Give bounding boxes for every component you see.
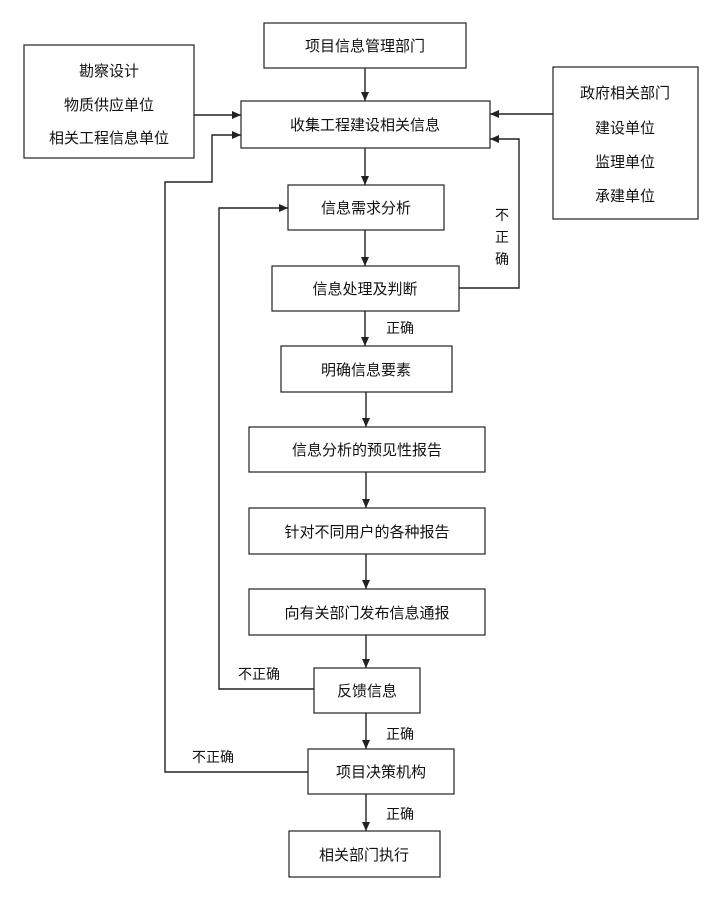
node-process: 信息处理及判断 [271,265,460,312]
node-collect-label: 收集工程建设相关信息 [290,116,440,134]
label-incorrect-vertical-1: 不 [495,208,509,224]
node-right-sources: 政府相关部门 建设单位 监理单位 承建单位 [552,66,699,220]
node-process-label: 信息处理及判断 [312,280,417,298]
label-incorrect-vertical-3: 确 [495,252,509,268]
left-source-3: 相关工程信息单位 [49,129,169,147]
node-decision-label: 项目决策机构 [336,763,426,781]
node-collect: 收集工程建设相关信息 [240,100,491,149]
label-correct-1: 正确 [386,321,414,337]
node-forecast: 信息分析的预见性报告 [248,426,486,473]
node-left-sources: 勘察设计 物质供应单位 相关工程信息单位 [23,44,195,159]
node-publish-label: 向有关部门发布信息通报 [284,604,449,622]
node-demand-label: 信息需求分析 [321,199,411,217]
node-forecast-label: 信息分析的预见性报告 [292,441,442,459]
node-execute-label: 相关部门执行 [319,846,409,864]
node-publish: 向有关部门发布信息通报 [248,588,486,636]
label-correct-3: 正确 [386,807,414,823]
label-incorrect-decision: 不正确 [192,750,234,766]
node-reports: 针对不同用户的各种报告 [248,507,486,555]
left-source-2: 物质供应单位 [64,96,154,114]
node-feedback: 反馈信息 [313,667,421,714]
right-source-4: 承建单位 [595,187,655,205]
label-correct-2: 正确 [386,727,414,743]
arrow-decision-incorrect-loop [164,131,308,773]
arrow-feedback-incorrect-loop [218,204,314,690]
node-elements-label: 明确信息要素 [321,361,411,379]
right-source-3: 监理单位 [595,153,655,171]
node-feedback-label: 反馈信息 [337,682,397,700]
node-dept-label: 项目信息管理部门 [305,37,425,55]
label-incorrect-feedback: 不正确 [238,667,280,683]
node-demand: 信息需求分析 [287,184,445,231]
right-source-1: 政府相关部门 [580,84,670,102]
node-dept: 项目信息管理部门 [263,22,467,69]
arrow-process-incorrect-loop [459,135,520,289]
node-elements: 明确信息要素 [280,345,453,393]
right-source-2: 建设单位 [595,119,655,137]
left-source-1: 勘察设计 [79,62,139,80]
node-decision: 项目决策机构 [307,748,455,795]
node-reports-label: 针对不同用户的各种报告 [284,523,449,541]
label-incorrect-vertical-2: 正 [495,230,509,246]
node-execute: 相关部门执行 [288,830,441,878]
